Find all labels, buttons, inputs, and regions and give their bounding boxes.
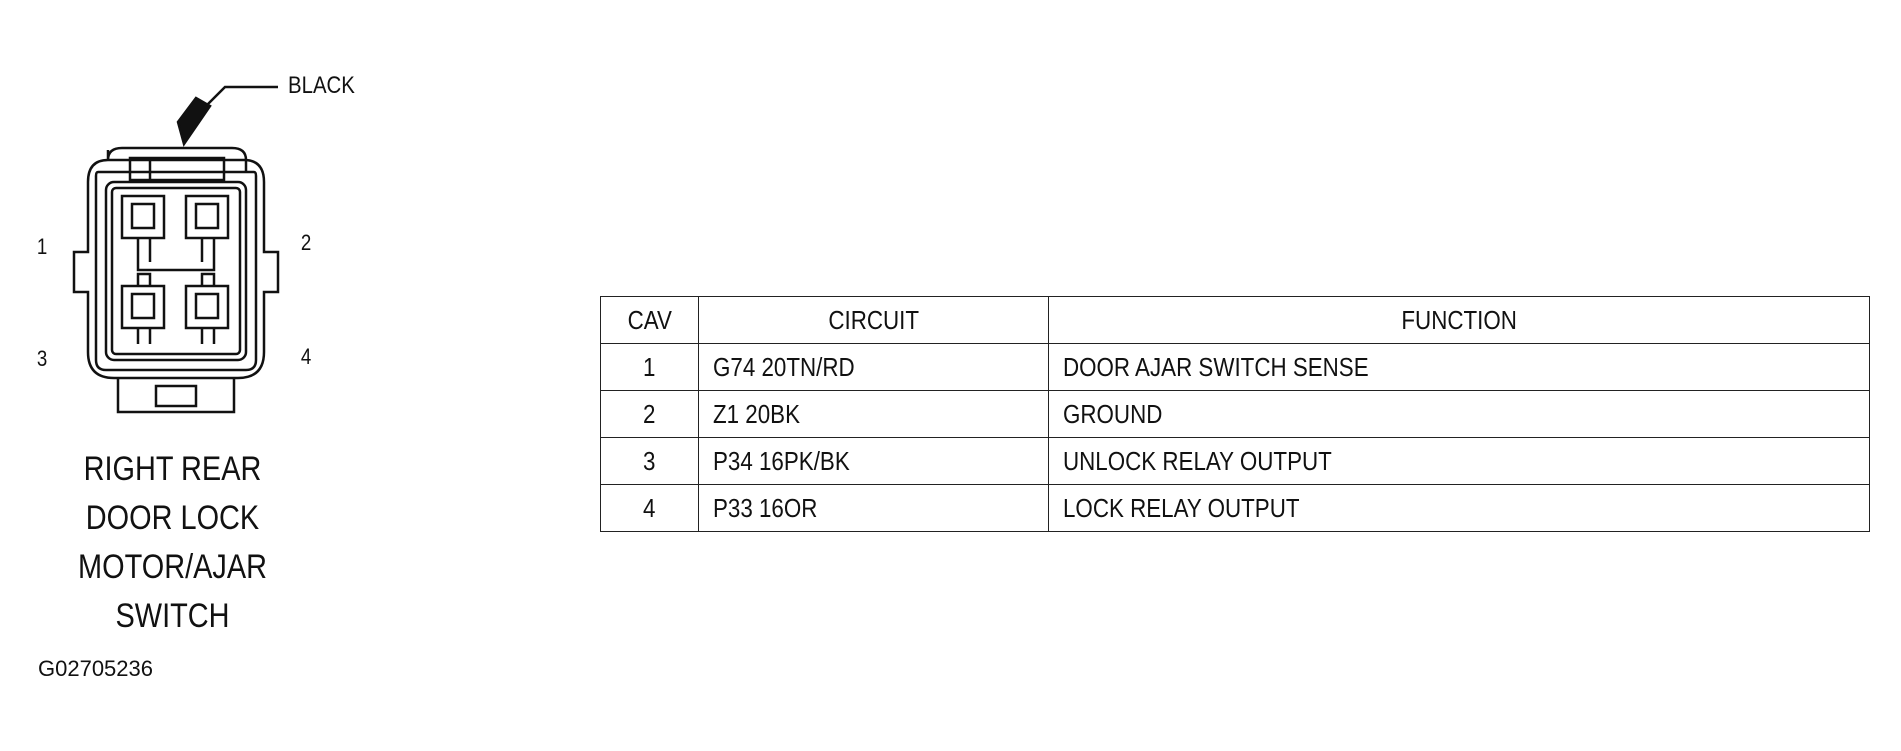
connector-diagram — [72, 85, 280, 414]
cavity-4 — [184, 272, 230, 344]
header-cav: CAV — [600, 296, 699, 344]
cavity-3 — [120, 272, 166, 344]
function-cell: LOCK RELAY OUTPUT — [1048, 484, 1870, 532]
function-cell: UNLOCK RELAY OUTPUT — [1048, 437, 1870, 485]
pin-label-4: 4 — [300, 344, 312, 369]
figure-id: G02705236 — [38, 656, 153, 681]
connector-caption: RIGHT REAR DOOR LOCK MOTOR/AJAR SWITCH — [60, 445, 285, 641]
cavity-1 — [120, 194, 166, 262]
latch-window — [128, 156, 226, 182]
table-row: 2 Z1 20BK GROUND — [600, 390, 1870, 438]
pin-label-2: 2 — [300, 230, 312, 255]
function-cell: GROUND — [1048, 390, 1870, 438]
header-function: FUNCTION — [1048, 296, 1870, 344]
callout-leader — [199, 85, 278, 113]
cav-cell: 2 — [600, 390, 699, 438]
cav-cell: 3 — [600, 437, 699, 485]
connector-body — [72, 158, 280, 380]
connector-color-label: BLACK — [288, 72, 355, 99]
bottom-tab — [116, 378, 236, 414]
function-cell: DOOR AJAR SWITCH SENSE — [1048, 343, 1870, 391]
circuit-cell: G74 20TN/RD — [698, 343, 1049, 391]
caption-line: DOOR LOCK — [85, 499, 260, 537]
table-row: 1 G74 20TN/RD DOOR AJAR SWITCH SENSE — [600, 343, 1870, 391]
table-row: 4 P33 16OR LOCK RELAY OUTPUT — [600, 484, 1870, 532]
table-row: 3 P34 16PK/BK UNLOCK RELAY OUTPUT — [600, 437, 1870, 485]
callout-arrowhead — [176, 96, 212, 147]
circuit-cell: Z1 20BK — [698, 390, 1049, 438]
caption-line: RIGHT REAR — [83, 450, 262, 488]
cav-cell: 1 — [600, 343, 699, 391]
top-latch — [106, 146, 248, 172]
cavity-2 — [184, 194, 230, 262]
header-circuit: CIRCUIT — [698, 296, 1049, 344]
circuit-cell: P33 16OR — [698, 484, 1049, 532]
pinout-table: CAV CIRCUIT FUNCTION 1 G74 20TN/RD DOOR … — [600, 296, 1870, 532]
caption-line: MOTOR/AJAR — [78, 548, 267, 586]
pin-label-3: 3 — [36, 346, 48, 371]
circuit-cell: P34 16PK/BK — [698, 437, 1049, 485]
table-header-row: CAV CIRCUIT FUNCTION — [600, 296, 1870, 344]
caption-line: SWITCH — [115, 597, 230, 635]
cav-cell: 4 — [600, 484, 699, 532]
pin-label-1: 1 — [36, 234, 48, 259]
